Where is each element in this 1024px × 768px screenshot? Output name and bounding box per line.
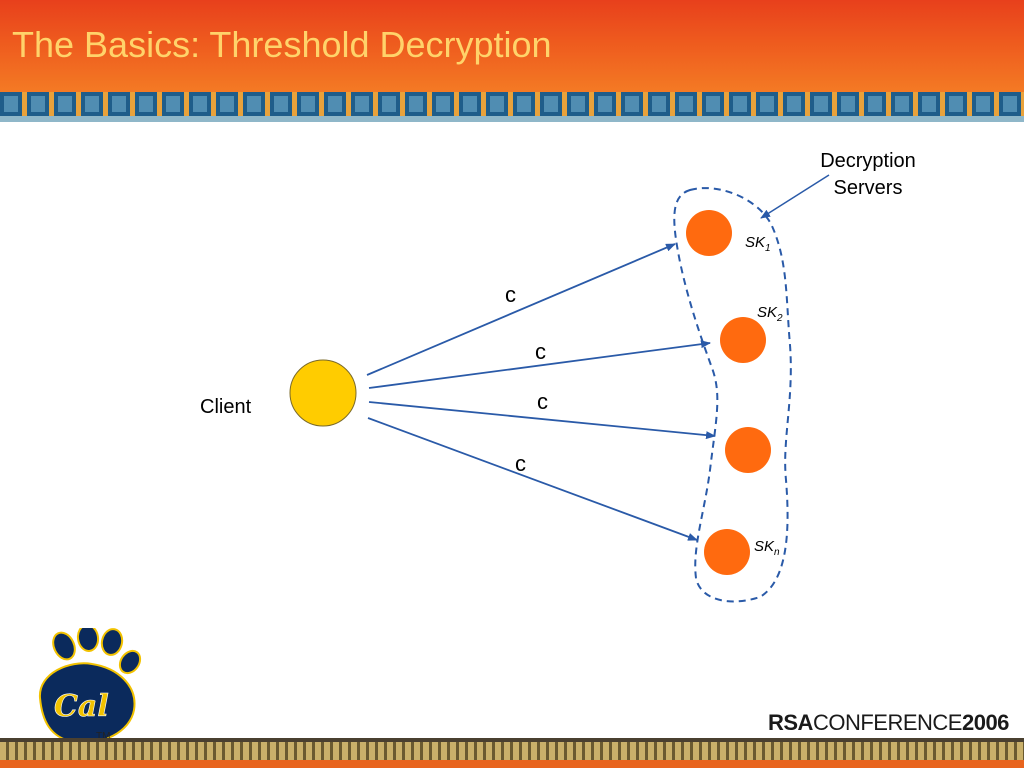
conference-year: 2006 bbox=[961, 710, 1009, 735]
server-group-outline bbox=[673, 187, 792, 603]
trademark-mark: TM bbox=[96, 731, 111, 742]
bear-paw-icon: Cal bbox=[38, 628, 142, 744]
server-key-subscript: 2 bbox=[776, 313, 783, 324]
ciphertext-arrow-2 bbox=[368, 340, 711, 389]
decorative-band-bottom bbox=[0, 738, 1024, 768]
server-key-base: SK bbox=[757, 304, 778, 321]
server-key-label-2: SK2 bbox=[757, 304, 783, 324]
slide-header: The Basics: Threshold Decryption bbox=[0, 0, 1024, 92]
server-node-3 bbox=[725, 427, 771, 473]
decryption-servers-label: Decryption Servers bbox=[820, 150, 916, 199]
ciphertext-label: c bbox=[515, 451, 526, 476]
ciphertext-label: c bbox=[535, 339, 546, 364]
server-key-label-1: SK1 bbox=[745, 234, 771, 254]
conference-word: CONFERENCE bbox=[812, 710, 963, 735]
server-node-1 bbox=[686, 210, 732, 256]
slide-title: The Basics: Threshold Decryption bbox=[12, 24, 552, 65]
server-key-subscript: 1 bbox=[765, 243, 771, 254]
client-label: Client bbox=[200, 396, 252, 418]
server-key-base: SK bbox=[745, 234, 766, 251]
ciphertext-arrow-4 bbox=[367, 417, 698, 541]
decorative-band-pattern bbox=[0, 96, 1024, 112]
ciphertext-arrow-3 bbox=[368, 401, 716, 440]
ciphertext-label: c bbox=[537, 389, 548, 414]
conference-logo: RSACONFERENCE2006 bbox=[768, 710, 1009, 736]
ciphertext-label: c bbox=[505, 282, 516, 307]
server-node-n bbox=[704, 529, 750, 575]
server-key-subscript: n bbox=[774, 547, 780, 558]
client-node bbox=[289, 359, 357, 427]
server-key-label-n: SKn bbox=[754, 538, 780, 558]
decorative-band-top bbox=[0, 92, 1024, 122]
logo-text: Cal bbox=[54, 689, 109, 724]
conference-prefix: RSA bbox=[768, 710, 813, 735]
ciphertext-arrow-1 bbox=[366, 243, 676, 376]
servers-pointer-arrow bbox=[760, 174, 830, 219]
server-key-base: SK bbox=[754, 538, 775, 555]
server-node-2 bbox=[720, 317, 766, 363]
